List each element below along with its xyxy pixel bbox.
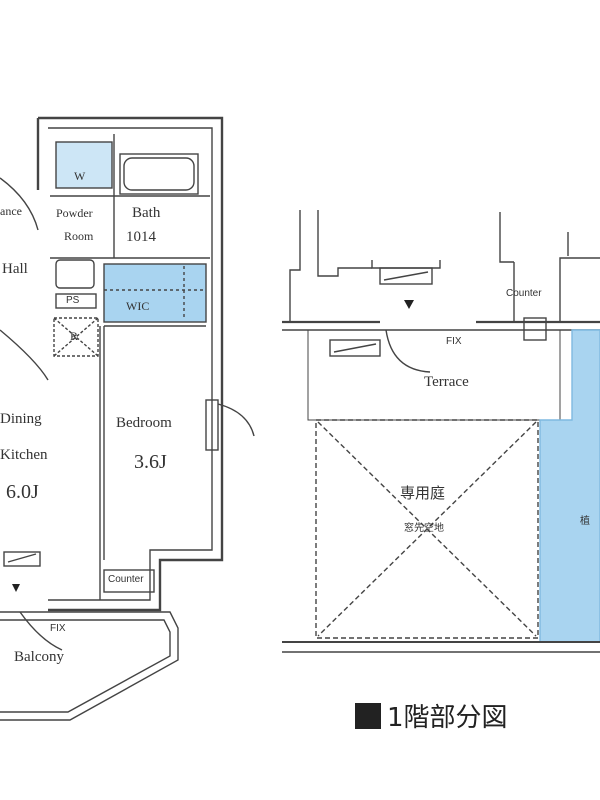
room-label-counter-left: Counter <box>108 574 144 585</box>
room-label-entrance: ance <box>0 204 22 218</box>
room-label-wic: WIC <box>126 299 150 313</box>
room-label-dk-size: 6.0J <box>6 481 39 503</box>
wic-area <box>103 263 207 323</box>
wash-basin-area <box>55 141 113 189</box>
room-label-private-garden: 専用庭 <box>400 484 446 502</box>
room-label-refrigerator: R <box>70 329 79 343</box>
room-label-kitchen: Kitchen <box>0 447 48 463</box>
balcony-outline <box>0 611 179 721</box>
bath-tub <box>119 153 199 195</box>
left-outer-wall <box>36 116 224 612</box>
room-label-window-area: 窓先空地 <box>404 523 444 534</box>
private-garden <box>315 419 539 639</box>
room-label-powder: Powder <box>56 206 93 220</box>
caption-square-icon <box>355 702 381 729</box>
planting-area <box>539 329 600 643</box>
left-inner-wall <box>48 127 213 601</box>
room-label-dining: Dining <box>0 411 42 427</box>
floor-caption: 1階部分図 <box>355 697 508 734</box>
room-label-bath-size: 1014 <box>126 229 156 245</box>
room-label-powder-room: Room <box>64 229 94 243</box>
room-label-counter-right: Counter <box>506 288 542 299</box>
room-label-ps: PS <box>66 295 80 306</box>
room-label-hall: Hall <box>2 261 28 277</box>
room-label-planting: 植 <box>580 516 590 527</box>
room-label-fix-right: FIX <box>446 336 462 347</box>
room-label-wash: W <box>74 169 86 183</box>
entry-arrow-left <box>12 584 20 592</box>
caption-text: 1階部分図 <box>387 703 508 733</box>
room-label-bath: Bath <box>132 205 161 221</box>
room-label-fix-left: FIX <box>50 623 66 634</box>
room-label-bedroom-size: 3.6J <box>134 451 167 473</box>
room-label-terrace: Terrace <box>424 374 469 390</box>
entry-arrow-right <box>404 300 414 309</box>
room-label-bedroom: Bedroom <box>116 415 172 431</box>
right-top-wall-left <box>289 210 380 323</box>
room-label-balcony: Balcony <box>14 649 64 665</box>
